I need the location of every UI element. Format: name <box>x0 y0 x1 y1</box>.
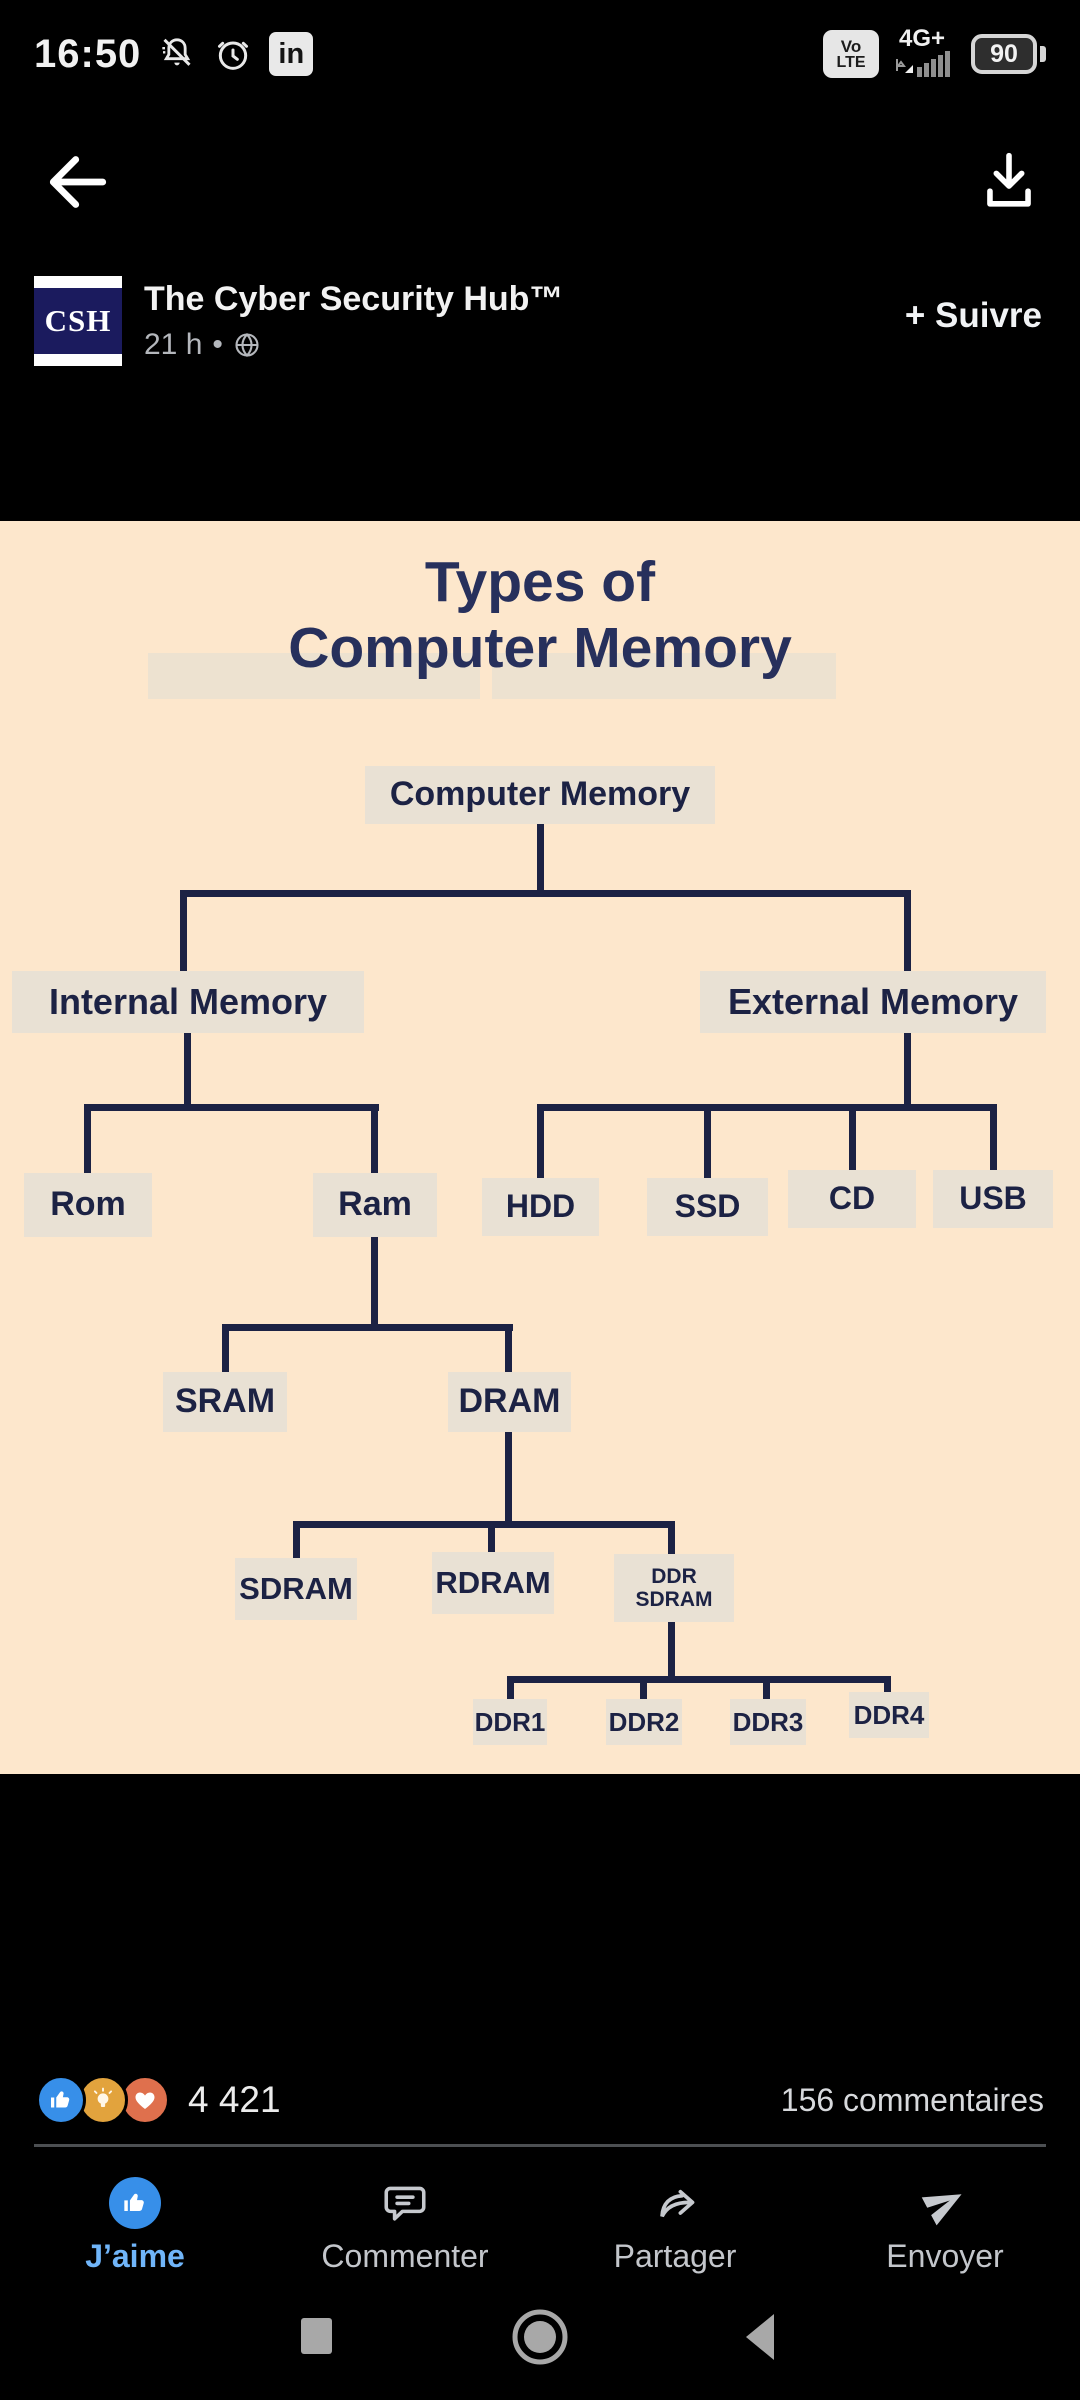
tree-connector <box>704 1104 711 1182</box>
tree-node-hdd: HDD <box>482 1178 599 1236</box>
tree-connector <box>537 1104 544 1182</box>
status-bar: 16:50 in Vo LTE 4G+ <box>0 22 1080 86</box>
home-button[interactable] <box>511 2308 569 2366</box>
like-label: J’aime <box>85 2238 185 2274</box>
clock: 16:50 <box>34 31 142 76</box>
tree-node-sdram: SDRAM <box>235 1558 357 1620</box>
tree-connector <box>293 1521 675 1528</box>
tree-connector <box>184 1033 191 1111</box>
linkedin-app-icon: in <box>269 32 314 76</box>
share-button[interactable]: Partager <box>540 2166 810 2296</box>
divider <box>34 2144 1046 2147</box>
post-meta: 21 h • <box>144 328 261 362</box>
volte-icon: Vo LTE <box>823 30 879 78</box>
image-viewer-toolbar <box>0 140 1080 230</box>
tree-connector <box>668 1521 675 1560</box>
tree-connector <box>180 890 911 897</box>
share-icon <box>660 2189 695 2218</box>
tree-node-ddr4: DDR4 <box>849 1692 929 1738</box>
notifications-muted-icon <box>162 38 191 66</box>
tree-node-cd: CD <box>788 1170 916 1228</box>
share-label: Partager <box>613 2238 737 2274</box>
tree-connector <box>222 1324 513 1331</box>
avatar-logo: CSH <box>34 288 122 354</box>
meta-dot: • <box>212 328 223 361</box>
tree-node-ssd: SSD <box>647 1178 768 1236</box>
post-author-name[interactable]: The Cyber Security Hub™ <box>144 280 564 318</box>
diagram-title: Types of Computer Memory <box>288 550 792 681</box>
tree-node-rdram: RDRAM <box>432 1552 554 1614</box>
tree-node-dram: DRAM <box>448 1372 571 1432</box>
like-active-icon <box>109 2177 161 2229</box>
tree-node-ram: Ram <box>313 1173 437 1237</box>
post-image-memory-diagram[interactable]: Types of Computer Memory Com <box>0 521 1080 1774</box>
tree-connector <box>488 1521 495 1556</box>
tree-connector <box>668 1622 675 1682</box>
android-nav-bar <box>0 2302 1080 2382</box>
post-time-ago: 21 h <box>144 328 203 361</box>
tree-node-internal-memory: Internal Memory <box>12 971 364 1033</box>
comment-button[interactable]: Commenter <box>270 2166 540 2296</box>
title-highlight <box>148 653 480 699</box>
tree-connector <box>507 1676 891 1683</box>
status-bar-right: Vo LTE 4G+ 90 <box>823 27 1046 81</box>
recents-button[interactable] <box>301 2318 332 2354</box>
tree-connector <box>990 1104 997 1174</box>
back-button[interactable] <box>42 146 114 218</box>
tree-node-ddr2: DDR2 <box>606 1699 682 1745</box>
post-action-bar: J’aime Commenter Partager <box>0 2166 1080 2296</box>
tree-connector <box>84 1104 91 1177</box>
tree-connector <box>180 890 187 978</box>
tree-node-sram: SRAM <box>163 1372 287 1432</box>
reaction-count[interactable]: 4 421 <box>188 2079 281 2120</box>
tree-connector <box>505 1432 512 1527</box>
download-button[interactable] <box>978 148 1040 214</box>
battery-icon: 90 <box>971 34 1046 74</box>
tree-connector <box>640 1676 647 1705</box>
engagement-row: 4 421 156 commentaires <box>36 2068 1044 2132</box>
tree-node-external-memory: External Memory <box>700 971 1046 1033</box>
tree-connector <box>293 1521 300 1562</box>
comment-icon <box>384 2186 426 2221</box>
tree-connector <box>371 1237 378 1330</box>
tree-node-ddr3: DDR3 <box>730 1699 806 1745</box>
tree-connector <box>904 890 911 978</box>
tree-node-ddr1: DDR1 <box>473 1699 547 1745</box>
comment-label: Commenter <box>321 2238 489 2274</box>
title-highlight <box>492 653 836 699</box>
tree-node-computer-memory: Computer Memory <box>365 766 715 824</box>
post-header: CSH The Cyber Security Hub™ 21 h • + Sui… <box>0 270 1080 380</box>
tree-connector <box>84 1104 379 1111</box>
tree-connector <box>849 1104 856 1174</box>
tree-connector <box>222 1324 229 1376</box>
tree-node-ddr-sdram: DDR SDRAM <box>614 1554 734 1622</box>
tree-node-usb: USB <box>933 1170 1053 1228</box>
comments-count[interactable]: 156 commentaires <box>780 2081 1044 2118</box>
tree-connector <box>537 1104 997 1111</box>
back-nav-button[interactable] <box>742 2312 776 2362</box>
status-bar-left: 16:50 in <box>34 31 314 77</box>
tree-connector <box>904 1033 911 1111</box>
tree-connector <box>505 1324 512 1376</box>
reaction-insightful-icon[interactable] <box>78 2075 128 2125</box>
avatar[interactable]: CSH <box>34 276 122 366</box>
alarm-icon <box>218 41 249 70</box>
tree-connector <box>371 1104 378 1177</box>
send-button[interactable]: Envoyer <box>810 2166 1080 2296</box>
tree-connector <box>763 1676 770 1705</box>
like-button[interactable]: J’aime <box>0 2166 270 2296</box>
tree-node-rom: Rom <box>24 1173 152 1237</box>
tree-connector <box>884 1676 891 1698</box>
tree-connector <box>507 1676 514 1705</box>
send-icon <box>921 2194 962 2226</box>
reaction-like-icon[interactable] <box>36 2075 86 2125</box>
signal-strength-icon: 4G+ <box>893 27 957 81</box>
send-label: Envoyer <box>886 2238 1004 2274</box>
follow-button[interactable]: + Suivre <box>904 296 1042 335</box>
tree-connector <box>537 824 544 897</box>
globe-icon <box>235 332 259 358</box>
